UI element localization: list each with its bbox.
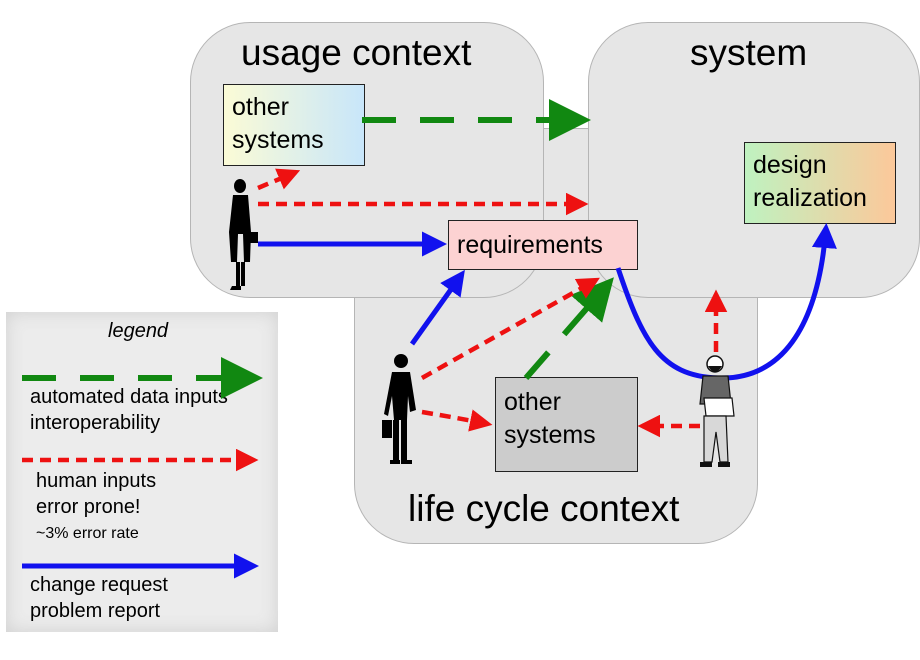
change-arrow-man-to-requirements [409,269,465,346]
other-systems-lifecycle-line2: systems [504,420,596,449]
change-arrow-requirements-to-design [615,223,837,381]
legend-change-line2: problem report [30,600,161,622]
man-silhouette-icon [382,354,416,464]
design-realization-box: design realization [744,142,896,224]
legend-automated-line1: automated data inputs [30,386,228,408]
human-arrow-man-to-other-systems [421,409,493,432]
other-systems-usage-line2: systems [232,125,324,154]
human-arrow-woman-to-other-systems [257,168,301,191]
human-arrow-man-to-requirements [420,277,600,380]
requirements-box: requirements [448,220,638,270]
automated-arrow-lifecycle-to-requirements [523,277,614,380]
other-systems-usage-line1: other [232,93,289,121]
requirements-label: requirements [457,231,603,259]
other-systems-lifecycle-box: other systems [495,377,638,472]
usage-context-title: usage context [241,32,472,73]
design-realization-line1: design [753,151,827,179]
legend-automated-line2: interoperability [30,412,161,434]
legend-human-line2: error prone! [36,496,141,518]
woman-silhouette-icon [229,179,258,290]
design-realization-line2: realization [753,183,867,212]
other-systems-lifecycle-line1: other [504,388,561,416]
legend-title: legend [108,320,169,342]
engineer-icon [699,355,735,467]
legend-human-note: ~3% error rate [36,525,139,542]
legend-human-line1: human inputs [36,470,157,492]
legend-change-line1: change request [30,574,168,596]
other-systems-usage-box: other systems [223,84,365,166]
life-cycle-context-title: life cycle context [408,488,680,529]
system-title: system [690,32,808,73]
